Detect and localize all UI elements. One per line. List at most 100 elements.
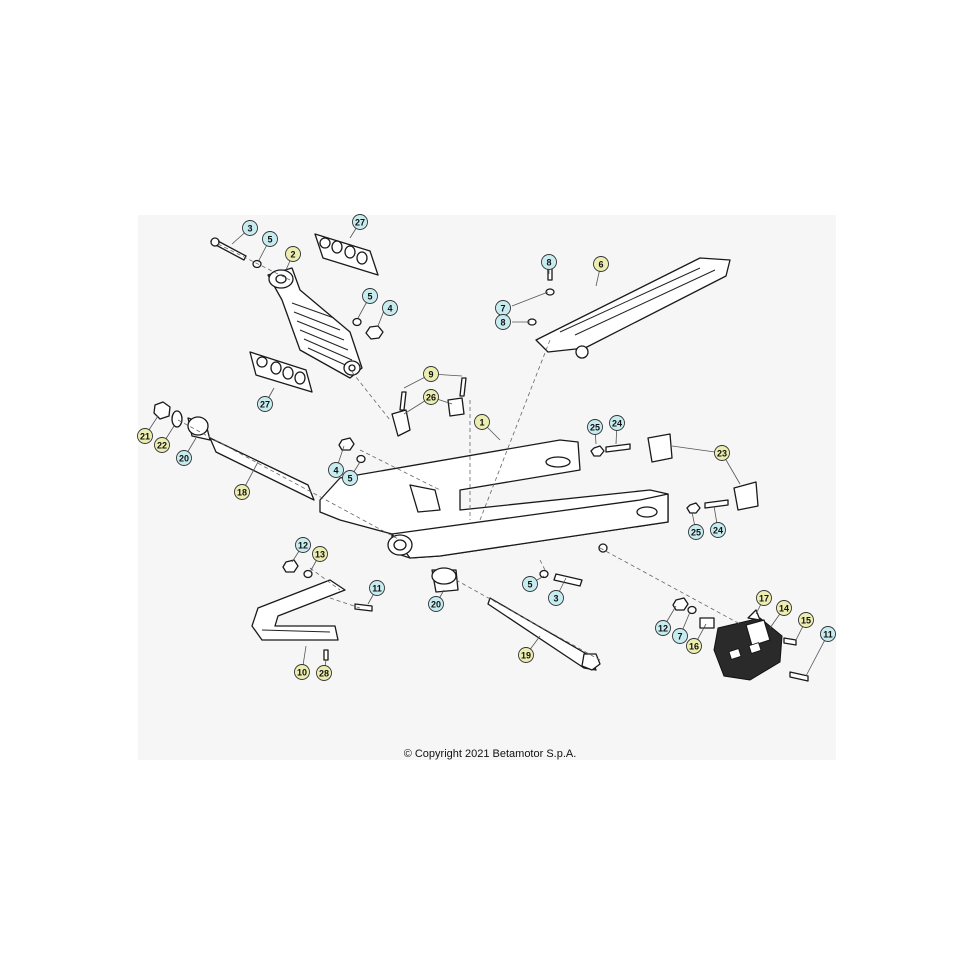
lower-chain-slider[interactable] [251, 579, 346, 641]
chain-guide-bracket[interactable] [747, 609, 761, 621]
nut[interactable] [282, 559, 299, 573]
callout-6: 6 [593, 256, 609, 272]
pivot-spacer-tube[interactable] [209, 437, 315, 501]
spacer[interactable] [699, 617, 715, 629]
shock-bearing-kit-upper[interactable] [314, 233, 379, 276]
rear-shock-absorber[interactable] [267, 267, 363, 379]
chain-slider[interactable] [535, 257, 731, 359]
callout-25: 25 [587, 419, 603, 435]
callout-number: 20 [179, 454, 189, 464]
callout-number: 6 [598, 260, 603, 270]
callout-circle [342, 470, 358, 486]
screw[interactable] [783, 637, 797, 646]
callout-number: 25 [590, 423, 600, 433]
screw[interactable] [399, 391, 407, 411]
callout-circle [776, 600, 792, 616]
shock-bearing-kit-lower[interactable] [249, 351, 313, 393]
nut[interactable] [590, 445, 605, 457]
callout-14: 14 [776, 600, 792, 616]
callout-circle [176, 450, 192, 466]
callout-19: 19 [518, 647, 534, 663]
callout-number: 1 [479, 418, 484, 428]
washer[interactable] [303, 569, 313, 579]
washer[interactable] [356, 454, 366, 464]
callout-24: 24 [710, 522, 726, 538]
callout-circle [423, 366, 439, 382]
callout-24: 24 [609, 415, 625, 431]
callout-4: 4 [382, 300, 398, 316]
callout-number: 11 [372, 584, 382, 594]
pivot-bushing[interactable] [187, 416, 211, 441]
washer[interactable] [539, 569, 549, 579]
callout-number: 27 [355, 218, 365, 228]
swingarm[interactable] [319, 439, 669, 559]
adjuster-bolt[interactable] [704, 499, 729, 509]
callout-circle [285, 246, 301, 262]
chain-adjuster-plate[interactable] [647, 433, 673, 463]
callout-1: 1 [474, 414, 490, 430]
pivot-washer[interactable] [171, 410, 183, 428]
callout-circle [312, 546, 328, 562]
chain-adjuster-plate[interactable] [733, 481, 759, 511]
callout-number: 5 [527, 580, 532, 590]
callout-number: 27 [260, 400, 270, 410]
callout-circle [234, 484, 250, 500]
pivot-bushing-right[interactable] [431, 567, 459, 593]
callout-circle [710, 522, 726, 538]
callout-number: 8 [500, 318, 505, 328]
callout-8: 8 [495, 314, 511, 330]
callout-circle [609, 415, 625, 431]
callout-5: 5 [342, 470, 358, 486]
shock-upper-bolt[interactable] [210, 237, 247, 261]
washer[interactable] [252, 259, 262, 269]
adjuster-bolt[interactable] [605, 443, 631, 453]
screw[interactable] [459, 377, 467, 397]
callout-11: 11 [820, 626, 836, 642]
nut[interactable] [365, 325, 384, 340]
swingarm-pivot-shaft[interactable] [487, 597, 597, 671]
callout-number: 5 [267, 235, 272, 245]
callout-circle [686, 638, 702, 654]
nut[interactable] [672, 597, 689, 611]
pivot-shaft-head[interactable] [581, 653, 601, 671]
callout-20: 20 [428, 596, 444, 612]
callout-number: 4 [333, 466, 338, 476]
callout-12: 12 [655, 620, 671, 636]
callout-13: 13 [312, 546, 328, 562]
callout-circle [328, 462, 344, 478]
callout-circle [295, 537, 311, 553]
callout-28: 28 [316, 665, 332, 681]
nut[interactable] [686, 502, 701, 514]
chain-guide-block[interactable] [713, 617, 783, 681]
pivot-nut[interactable] [153, 401, 171, 420]
callout-3: 3 [548, 590, 564, 606]
screw[interactable] [354, 603, 373, 612]
callout-17: 17 [756, 590, 772, 606]
callout-circle [262, 231, 278, 247]
callout-3: 3 [242, 220, 258, 236]
callout-number: 28 [319, 669, 329, 679]
washer[interactable] [352, 317, 362, 327]
callout-circle [714, 445, 730, 461]
nut[interactable] [338, 437, 355, 451]
callout-circle [294, 664, 310, 680]
callout-circle [672, 628, 688, 644]
screw[interactable] [323, 649, 329, 661]
pivot-bolt[interactable] [553, 573, 583, 587]
callout-22: 22 [154, 437, 170, 453]
callout-5: 5 [362, 288, 378, 304]
washer[interactable] [545, 288, 555, 296]
callout-number: 21 [140, 432, 150, 442]
cable-guide-clamp[interactable] [391, 397, 465, 437]
screw[interactable] [789, 671, 809, 682]
diagram-panel [138, 215, 836, 760]
callout-16: 16 [686, 638, 702, 654]
callout-circle [518, 647, 534, 663]
washer[interactable] [687, 605, 697, 615]
callout-circle [756, 590, 772, 606]
callout-number: 4 [387, 304, 392, 314]
callout-circle [423, 389, 439, 405]
callout-26: 26 [423, 389, 439, 405]
callout-20: 20 [176, 450, 192, 466]
